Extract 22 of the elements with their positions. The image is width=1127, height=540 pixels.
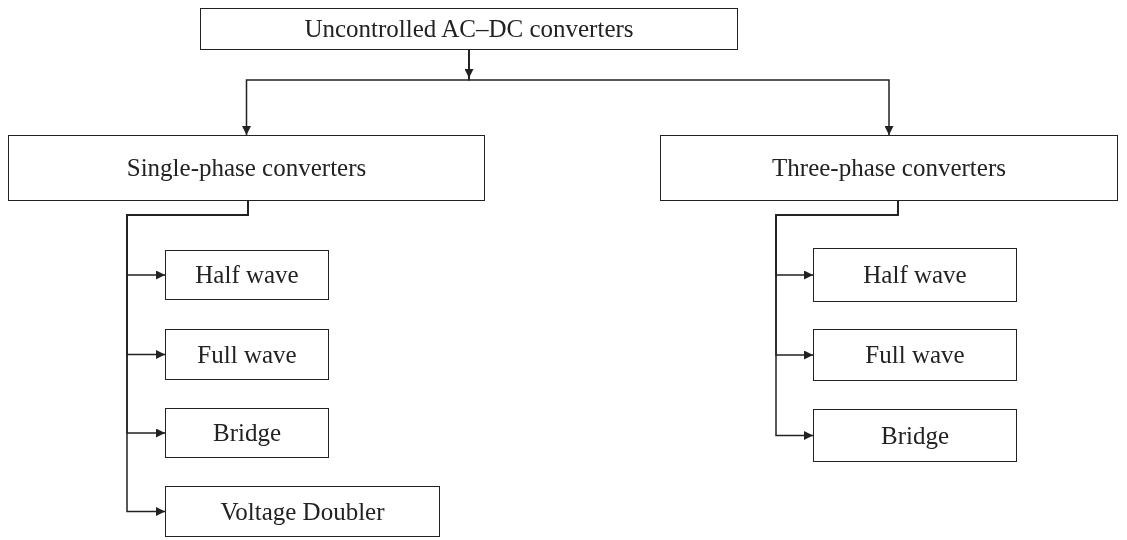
box-label: Bridge (880, 421, 949, 450)
category-box (165, 486, 440, 537)
category-box (813, 409, 1017, 462)
box-label: Full wave (197, 340, 297, 369)
box-label: Half wave (195, 261, 299, 289)
category-box (165, 250, 329, 300)
category-box (660, 135, 1118, 201)
box-label: Bridge (212, 419, 281, 447)
category-box (813, 329, 1017, 381)
box-label: Voltage Doubler (220, 497, 385, 526)
category-box (813, 248, 1017, 302)
category-box (165, 329, 329, 380)
box-label: Half wave (863, 261, 967, 289)
arrow (468, 49, 894, 136)
box-label: Three-phase converters (772, 154, 1006, 182)
category-box (200, 8, 738, 50)
box-label: Single-phase converters (126, 154, 367, 182)
box-label: Uncontrolled AC–DC converters (304, 15, 634, 43)
category-box (165, 408, 329, 458)
arrow (775, 200, 899, 440)
category-box (8, 135, 485, 201)
box-label: Full wave (865, 341, 965, 369)
